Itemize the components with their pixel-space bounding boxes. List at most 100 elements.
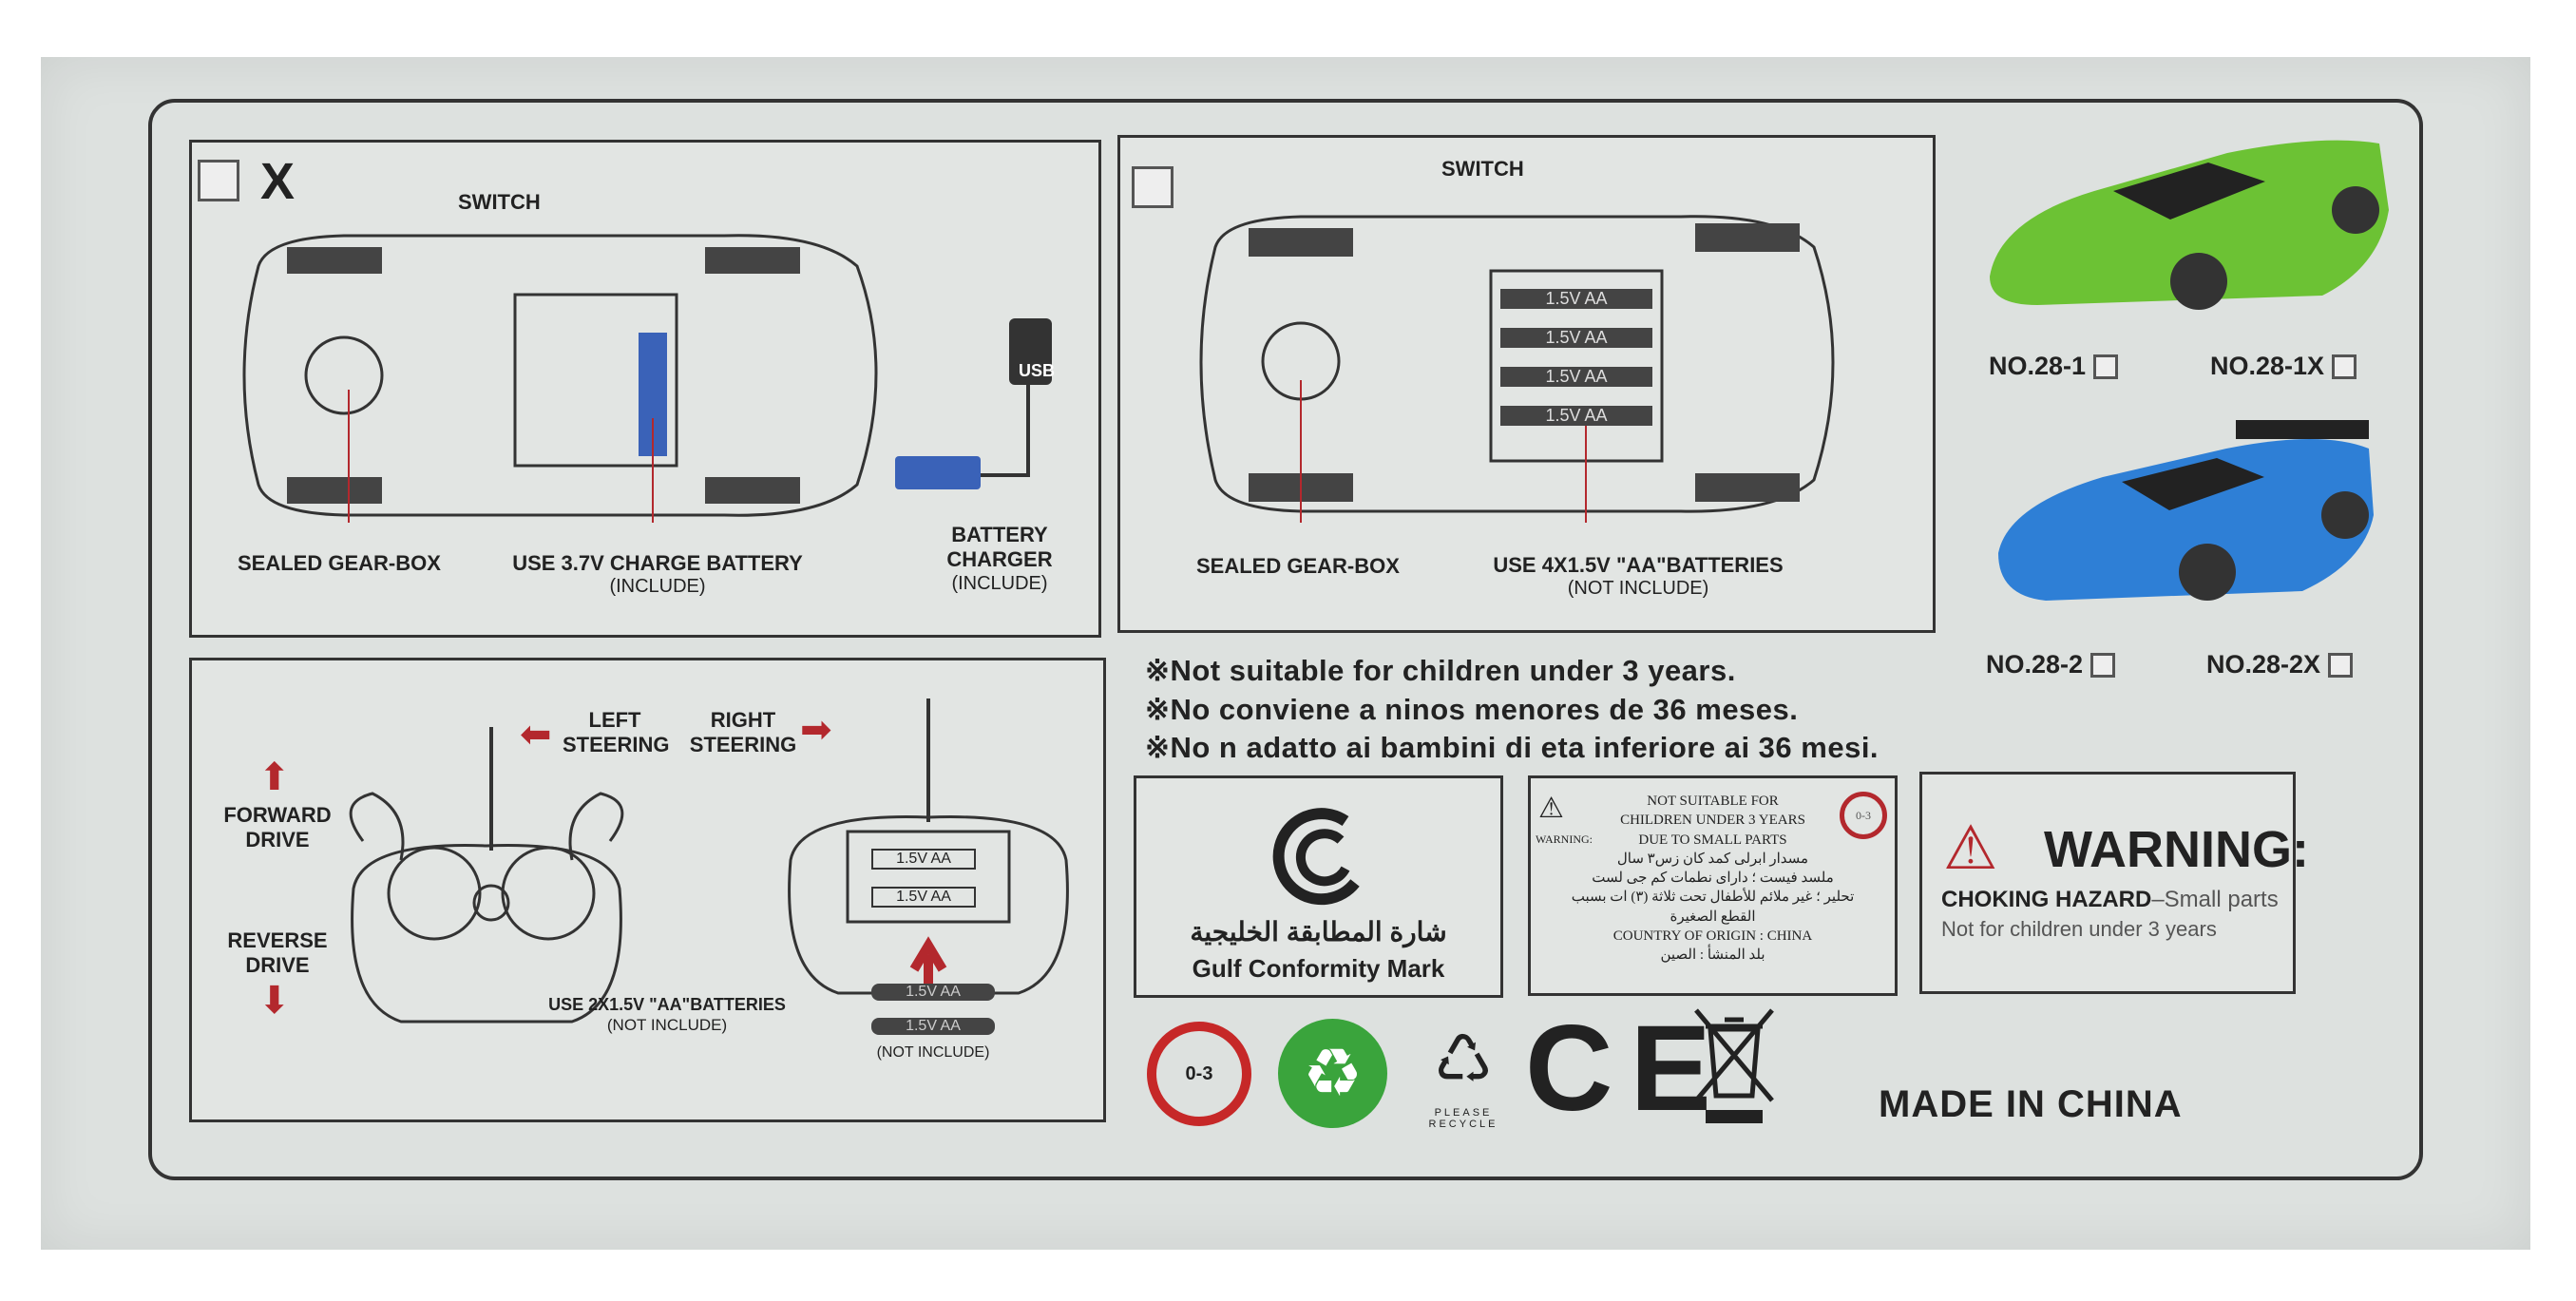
battery-label-group: USE 4X1.5V "AA"BATTERIES (NOT INCLUDE): [1453, 553, 1823, 600]
charger-note: (INCLUDE): [951, 572, 1048, 594]
panel-aa: SWITCH 1.5V AA 1.5V AA 1.5V AA 1.5V AA S…: [1117, 135, 1936, 633]
remote-battery-label: USE 2X1.5V "AA"BATTERIES: [548, 995, 786, 1014]
forward-text: FORWARD: [223, 803, 332, 827]
label-line: DUE TO SMALL PARTS: [1638, 832, 1787, 848]
checkbox[interactable]: [2332, 354, 2357, 379]
origin-warning-box: ⚠ WARNING: 0-3 NOT SUITABLE FOR CHILDREN…: [1528, 775, 1898, 996]
model-option[interactable]: NO.28-1X: [2210, 352, 2357, 381]
weee-bin-icon: [1694, 1008, 1774, 1123]
left-arrow-icon: ⬅: [520, 714, 552, 756]
model-label: NO.28-1X: [2210, 352, 2325, 380]
loose-aa-cell: 1.5V AA: [871, 984, 995, 1001]
recycle-text: PLEASE RECYCLE: [1428, 1107, 1498, 1130]
steering-text: STEERING: [563, 733, 670, 757]
checkbox[interactable]: [2328, 652, 2354, 678]
gearbox-label: SEALED GEAR-BOX: [238, 551, 441, 575]
label-line: CHILDREN UNDER 3 YEARS: [1620, 813, 1805, 829]
drive-text: DRIVE: [245, 953, 310, 978]
checkbox-mark: X: [260, 153, 296, 210]
label-arabic: تحلیر ؛ غیر ملائم للأطفال تحت ثلاثة (۳) …: [1571, 890, 1855, 906]
label-arabic: مسدار ابرلی کمد کان زس۳ سال: [1616, 851, 1809, 867]
model-label: NO.28-1: [1989, 352, 2087, 380]
right-text: RIGHT: [710, 708, 776, 732]
charger-label: BATTERY CHARGER: [946, 523, 1053, 572]
label-arabic: القطع الصغيرة: [1670, 909, 1756, 925]
reverse-text: REVERSE: [227, 928, 328, 952]
warning-title: WARNING:: [2044, 821, 2309, 878]
loose-note: (NOT INCLUDE): [876, 1044, 990, 1061]
label-arabic: ملسد فیست ؛ دارای نطمات کم جی لست: [1592, 871, 1834, 886]
label-arabic: بلد المنشأ : الصين: [1660, 947, 1765, 963]
usb-text: USB: [1019, 361, 1056, 380]
left-text: LEFT: [588, 708, 641, 732]
warning-small-label: WARNING:: [1536, 832, 1593, 846]
aa-cell: 1.5V AA: [1500, 367, 1652, 387]
panel-remote: 1.5V AA 1.5V AA 1.5V AA 1.5V AA (NOT INC…: [189, 658, 1106, 1122]
up-arrow-icon: ⬆: [258, 756, 291, 798]
label-line: NOT SUITABLE FOR: [1647, 794, 1779, 809]
ce-mark: CE: [1525, 1001, 1728, 1137]
box-border: [148, 99, 2423, 1180]
choking-warning-box: ⚠ WARNING: CHOKING HAZARD–Small parts No…: [1919, 772, 2309, 994]
warning-triangle-icon: ⚠: [1943, 813, 1998, 882]
model-option[interactable]: NO.28-1: [1989, 352, 2119, 381]
remote-battery-note: (NOT INCLUDE): [606, 1015, 728, 1034]
warning-triangle-icon: ⚠: [1538, 793, 1564, 824]
car-underside-diagram: [1199, 215, 1835, 523]
charger-label-group: BATTERY CHARGER (INCLUDE): [924, 523, 1076, 595]
blue-car-image: [1998, 420, 2374, 601]
battery-label: USE 3.7V CHARGE BATTERY: [512, 551, 803, 575]
warning-es: ※No conviene a ninos menores de 36 meses…: [1145, 693, 1799, 726]
aa-cell: 1.5V AA: [1500, 289, 1652, 309]
aa-cell: 1.5V AA: [871, 887, 976, 908]
down-arrow-icon: ⬇: [258, 980, 291, 1022]
not-for-children: Not for children under 3 years: [1941, 917, 2217, 941]
car-underside-diagram: [242, 234, 878, 523]
remote-front-diagram: [349, 727, 624, 1024]
gearbox-label: SEALED GEAR-BOX: [1196, 554, 1400, 578]
checkbox: [1132, 166, 1174, 208]
aa-cell: 1.5V AA: [1500, 406, 1652, 426]
usb-charger-icon: [895, 318, 1052, 489]
small-parts: –Small parts: [2151, 887, 2279, 912]
checkbox: [198, 160, 239, 201]
made-in-china: MADE IN CHINA: [1879, 1083, 2183, 1125]
switch-label: SWITCH: [1441, 157, 1524, 181]
aa-cells: 1.5V AA 1.5V AA 1.5V AA 1.5V AA: [1500, 285, 1652, 445]
aa-cell: 1.5V AA: [1500, 328, 1652, 348]
battery-note: (INCLUDE): [609, 576, 706, 598]
aa-cell: 1.5V AA: [871, 849, 976, 870]
no-under-3-icon: 0-3: [1840, 792, 1887, 839]
green-car-image: [1990, 140, 2389, 310]
checkbox[interactable]: [2093, 354, 2119, 379]
gulf-arabic: شارة المطابقة الخليجية: [1190, 917, 1447, 947]
choking-line: CHOKING HAZARD–Small parts: [1941, 887, 2279, 913]
battery-label: USE 4X1.5V "AA"BATTERIES: [1493, 553, 1784, 577]
origin-line: COUNTRY OF ORIGIN : CHINA: [1612, 928, 1813, 944]
model-label: NO.28-2X: [2206, 650, 2321, 679]
steering-text: STEERING: [689, 733, 797, 757]
gulf-mark-logo: [1272, 808, 1360, 906]
loose-aa-cell: 1.5V AA: [871, 1018, 995, 1035]
drive-text: DRIVE: [245, 828, 310, 852]
model-label: NO.28-2: [1986, 650, 2084, 679]
warning-it: ※No n adatto ai bambini di eta inferiore…: [1145, 731, 1880, 764]
please-recycle-icon: ♺ PLEASE RECYCLE: [1411, 1012, 1516, 1136]
remote-battery-group: USE 2X1.5V "AA"BATTERIES (NOT INCLUDE): [491, 995, 843, 1035]
battery-label-group: USE 3.7V CHARGE BATTERY (INCLUDE): [496, 551, 819, 598]
model-option[interactable]: NO.28-2: [1986, 650, 2116, 679]
gulf-conformity-box: شارة المطابقة الخليجية Gulf Conformity M…: [1134, 775, 1503, 998]
choking-hazard: CHOKING HAZARD: [1941, 887, 2152, 912]
right-arrow-icon: ➡: [800, 709, 832, 751]
remote-back-diagram: [788, 698, 1069, 995]
age-text: 0-3: [1856, 809, 1871, 822]
warning-en: ※Not suitable for children under 3 years…: [1145, 654, 1736, 687]
age-text: 0-3: [1185, 1063, 1213, 1084]
checkbox[interactable]: [2090, 652, 2116, 678]
model-option[interactable]: NO.28-2X: [2206, 650, 2354, 679]
switch-label: SWITCH: [458, 190, 541, 214]
battery-note: (NOT INCLUDE): [1567, 578, 1709, 600]
